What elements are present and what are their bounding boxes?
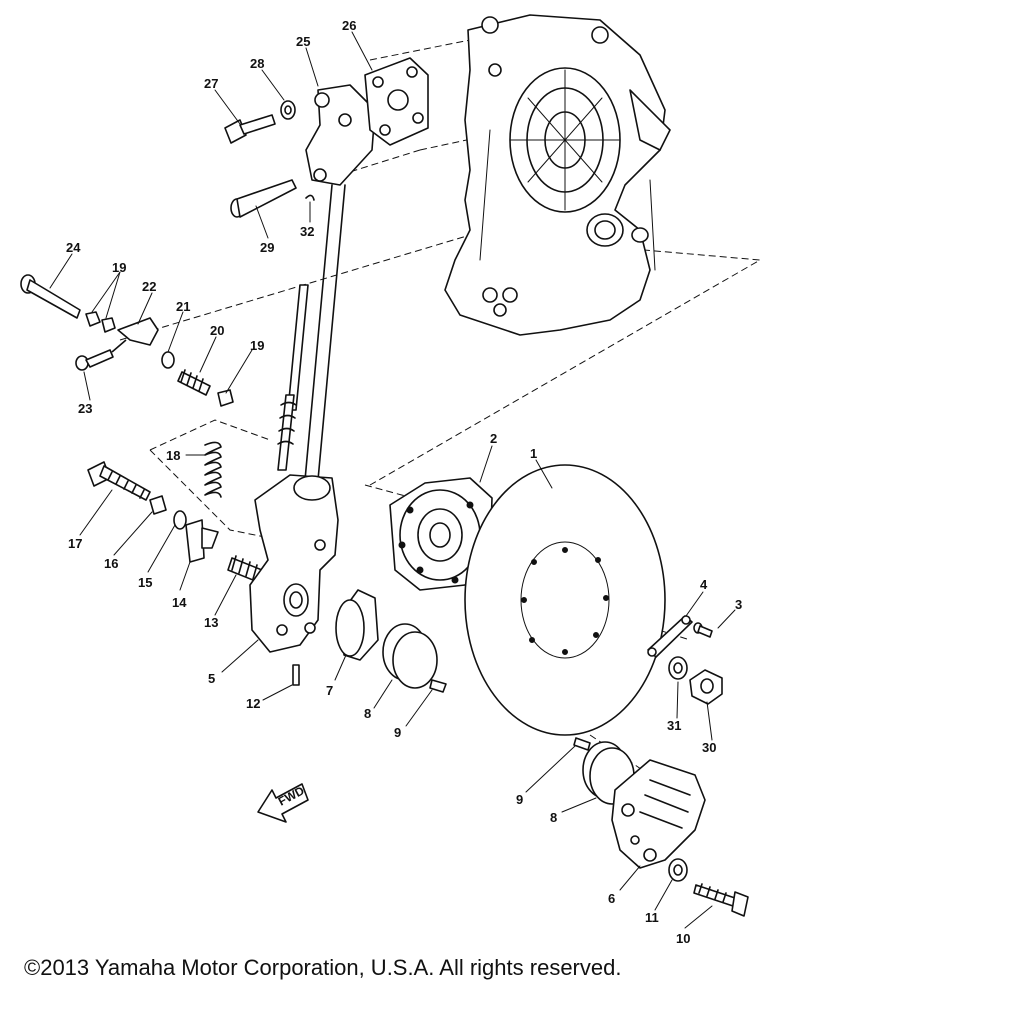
callout-20: 20 [210, 323, 224, 338]
callout-29: 29 [260, 240, 274, 255]
callout-26: 26 [342, 18, 356, 33]
washer-11-bolt-10 [668, 858, 749, 917]
callout-8-left: 8 [364, 706, 371, 721]
callout-11: 11 [645, 910, 659, 925]
callout-12: 12 [246, 696, 260, 711]
callout-9-left: 9 [394, 725, 401, 740]
pin-29-clip-32 [230, 179, 315, 218]
copyright-notice: ©2013 Yamaha Motor Corporation, U.S.A. A… [24, 955, 622, 980]
callout-18: 18 [166, 448, 180, 463]
leader-lines [49, 31, 736, 929]
caliper-body-5 [249, 474, 339, 686]
spring-18 [204, 441, 222, 498]
callout-25: 25 [296, 34, 310, 49]
brake-disc-1 [464, 464, 666, 736]
adjuster-group [20, 274, 234, 407]
callout-5: 5 [208, 671, 215, 686]
callout-1: 1 [530, 446, 537, 461]
callout-17: 17 [68, 536, 82, 551]
callout-27: 27 [204, 76, 218, 91]
control-rod [277, 184, 346, 481]
callout-14: 14 [172, 595, 187, 610]
callout-28: 28 [250, 56, 264, 71]
parts-diagram: FWD [20, 14, 762, 946]
callout-numbers: 1 2 3 4 5 6 7 8 8 9 9 10 11 12 13 14 15 … [66, 18, 742, 946]
assembly-guide-lines [119, 39, 762, 776]
callout-24: 24 [66, 240, 81, 255]
callout-30: 30 [702, 740, 716, 755]
callout-9-right: 9 [516, 792, 523, 807]
callout-32: 32 [300, 224, 314, 239]
callout-21: 21 [176, 299, 190, 314]
callout-7: 7 [326, 683, 333, 698]
callout-2: 2 [490, 431, 497, 446]
pin-9-right [573, 737, 591, 751]
callout-10: 10 [676, 931, 690, 946]
caliper-bolt-group [87, 461, 263, 583]
bolt-27-washer-28 [224, 100, 296, 144]
callout-16: 16 [104, 556, 118, 571]
pin-9-left [429, 679, 447, 693]
callout-13: 13 [204, 615, 218, 630]
forward-direction-arrow: FWD [257, 783, 309, 823]
caliper-body-6 [611, 759, 706, 869]
callout-23: 23 [78, 401, 92, 416]
brake-pad-7 [335, 589, 379, 661]
callout-19-right: 19 [250, 338, 264, 353]
callout-3: 3 [735, 597, 742, 612]
lock-plate-group [647, 615, 723, 705]
callout-4: 4 [700, 577, 708, 592]
upper-housing [444, 14, 671, 336]
callout-19-top: 19 [112, 260, 126, 275]
callout-8-right: 8 [550, 810, 557, 825]
callout-6: 6 [608, 891, 615, 906]
callout-22: 22 [142, 279, 156, 294]
callout-31: 31 [667, 718, 681, 733]
callout-15: 15 [138, 575, 152, 590]
shim-8-left [382, 623, 438, 689]
hub-2 [389, 477, 506, 591]
mounting-bracket [305, 57, 429, 186]
